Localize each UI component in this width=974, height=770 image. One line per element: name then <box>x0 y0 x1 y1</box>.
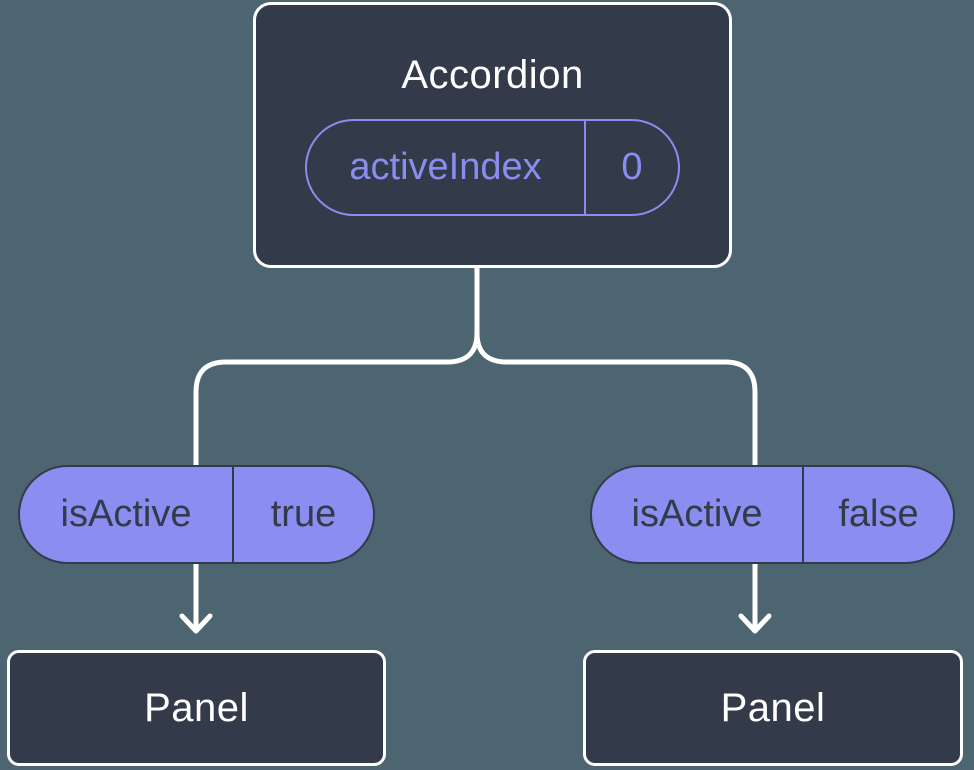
branch-path-left <box>193 263 480 470</box>
arrow-chevron-left <box>179 613 213 634</box>
is-active-pill-false: isActive false <box>590 465 955 564</box>
arrow-chevron-right <box>738 613 772 634</box>
arrow-down-icon <box>738 557 772 634</box>
prop-value: 0 <box>584 121 678 214</box>
is-active-pill-true: isActive true <box>18 465 375 564</box>
panel-title: Panel <box>720 685 826 730</box>
state-prop-pill: activeIndex 0 <box>305 119 680 216</box>
accordion-component-node: Accordion activeIndex 0 <box>253 2 732 268</box>
component-title: Accordion <box>401 53 584 97</box>
prop-value: false <box>802 467 953 562</box>
branch-path-right <box>474 263 758 470</box>
arrow-down-icon <box>179 557 213 634</box>
prop-name: isActive <box>60 493 192 535</box>
prop-name: isActive <box>631 493 763 535</box>
panel-node-right: Panel <box>583 650 963 766</box>
prop-name: activeIndex <box>349 146 542 188</box>
panel-title: Panel <box>144 685 249 730</box>
panel-node-left: Panel <box>7 650 386 766</box>
prop-value: true <box>232 467 373 562</box>
